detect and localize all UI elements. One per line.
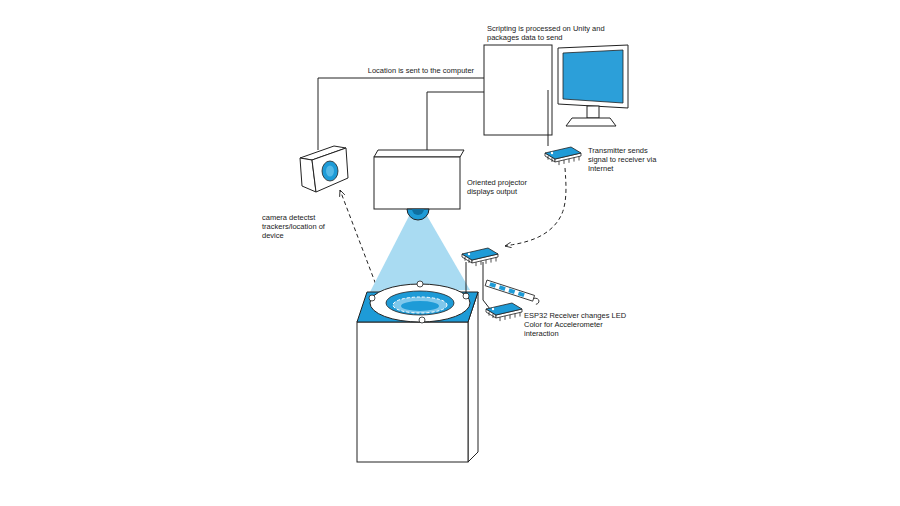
led-strip xyxy=(485,280,541,305)
ring-center xyxy=(401,301,439,311)
led xyxy=(489,282,496,288)
light-cone xyxy=(370,214,470,292)
led xyxy=(518,291,525,297)
monitor-screen xyxy=(563,50,623,103)
camera-node: camera detectst trackers/location of dev… xyxy=(298,150,350,194)
led xyxy=(499,285,506,291)
transmitter-node: Transmitter sends signal to receiver via… xyxy=(540,146,584,168)
computer-tower xyxy=(484,45,552,135)
receiver-node: ESP32 Receiver changes LED Color for Acc… xyxy=(460,246,550,322)
tracker-dot xyxy=(369,295,375,301)
projector-top xyxy=(374,150,464,157)
annotation-text: Transmitter sends signal to receiver via… xyxy=(588,146,660,173)
annotation-text: Oriented projector displays output xyxy=(467,178,542,196)
led xyxy=(508,288,515,294)
ring-waves xyxy=(393,297,447,313)
device-ring xyxy=(370,284,470,322)
receiver-wire xyxy=(466,262,467,294)
location-wire xyxy=(318,78,484,150)
projector-wire xyxy=(427,92,484,150)
detection-arrow xyxy=(340,190,378,290)
annotation-text: Scripting is processed on Unity and pack… xyxy=(487,24,612,42)
pedestal-front xyxy=(357,322,468,462)
camera-lens-inner xyxy=(326,166,334,177)
monitor-frame xyxy=(558,45,628,108)
annotation-text: ESP32 Receiver changes LED Color for Acc… xyxy=(524,311,628,338)
esp32-chip xyxy=(486,303,522,321)
camera-lens xyxy=(322,161,338,181)
tracker-dot xyxy=(419,317,425,323)
tracker-dot xyxy=(417,281,423,287)
tower-wire xyxy=(548,90,549,135)
computer-node: Scripting is processed on Unity and pack… xyxy=(484,45,630,135)
annotation-text: camera detectst trackers/location of dev… xyxy=(262,213,337,240)
projector-lens-inner xyxy=(412,209,424,215)
led-strip-lead xyxy=(532,298,540,305)
monitor-base xyxy=(566,118,616,126)
transmitter-wire xyxy=(548,135,549,146)
projector-node: Oriented projector displays output xyxy=(374,150,464,220)
led-strip-body xyxy=(485,280,534,301)
monitor-neck xyxy=(587,106,599,118)
projector-body xyxy=(374,157,460,209)
camera-front xyxy=(312,148,348,192)
receiver-chip xyxy=(462,248,498,266)
transmitter-chip xyxy=(545,147,581,165)
ring-inner xyxy=(386,291,454,315)
edge-label: Location is sent to the computer xyxy=(366,66,476,75)
projector-lens xyxy=(407,209,429,220)
